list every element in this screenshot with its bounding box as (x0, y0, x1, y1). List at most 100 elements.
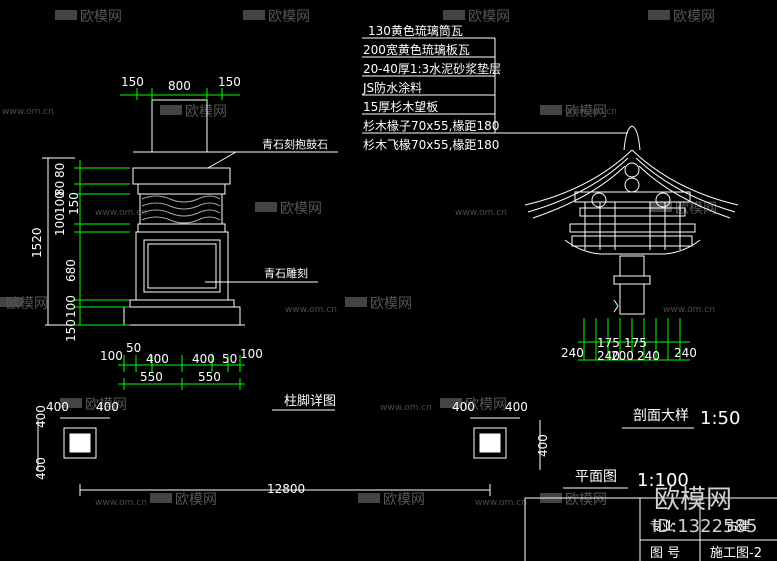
dim-bottom-7: 550 (140, 370, 163, 384)
pillar-total-dimension (42, 157, 75, 325)
dim-top-middle: 800 (168, 79, 191, 93)
watermark-2: 欧模网 (243, 9, 310, 25)
dim-top-left: 150 (121, 75, 144, 89)
dim-section-4: 200 (611, 349, 634, 363)
dim-left-6: 680 (64, 259, 78, 282)
watermark-7: 欧模网 (255, 201, 322, 217)
dim-section-5: 240 (637, 349, 660, 363)
dim-section-left: 240 (561, 346, 584, 360)
dim-left-1: 80 (53, 163, 67, 178)
pillar-base-detail (45, 99, 338, 326)
dim-left-8: 150 (64, 319, 78, 342)
logo-watermark-id: ID:1322585 (652, 516, 757, 537)
roof-section-drawing (524, 125, 739, 315)
dim-left-5: 100 (53, 213, 67, 236)
title-block-drawing-no-value: 施工图-2 (710, 546, 762, 561)
plan-right-column (473, 427, 507, 459)
watermark-url: www.om.cn (380, 403, 432, 413)
section-note-3: 20-40厚1:3水泥砂浆垫层 (363, 61, 501, 76)
dim-bottom-6: 100 (240, 347, 263, 361)
drum-stone-cap (132, 167, 231, 185)
watermark-9: 欧模网 (345, 296, 412, 312)
watermark-url: www.om.cn (455, 208, 507, 218)
watermark-brand: 欧模网 (383, 492, 425, 508)
pillar-bottom-dimensions (118, 355, 245, 390)
watermark-14: 欧模网 (540, 492, 607, 508)
pillar-base-title: 柱脚详图 (284, 393, 336, 409)
watermark-brand: 欧模网 (85, 397, 127, 413)
dim-total-height: 1520 (30, 227, 44, 258)
section-title: 剖面大样 (633, 408, 689, 424)
watermark-url: www.om.cn (663, 305, 715, 315)
dim-top-right: 150 (218, 75, 241, 89)
plan-dim-right-top-2: 400 (505, 400, 528, 414)
logo-watermark-brand: 欧模网 (654, 485, 732, 515)
section-notes (362, 37, 628, 134)
section-note-1: 130黄色琉璃筒瓦 (368, 23, 463, 38)
plinth (123, 306, 241, 326)
watermark-4: 欧模网 (648, 9, 715, 25)
dim-bottom-2: 50 (126, 341, 141, 355)
dim-left-7: 100 (64, 295, 78, 318)
dim-section-right: 240 (674, 346, 697, 360)
watermark-url: www.om.cn (475, 498, 527, 508)
watermark-url: www.om.cn (285, 305, 337, 315)
watermark-brand: 欧模网 (468, 9, 510, 25)
section-bottom-dimensions (578, 318, 690, 361)
dim-left-2: 80 (53, 181, 67, 196)
watermark-12: 欧模网 (440, 397, 507, 413)
watermark-6: 欧模网 (540, 104, 607, 120)
watermark-brand: 欧模网 (80, 9, 122, 25)
plan-dim-left-top-2: 400 (96, 400, 119, 414)
watermark-url: www.om.cn (95, 498, 147, 508)
dim-left-4: 150 (67, 192, 81, 215)
title-block-specialty-value: 古建 (726, 518, 750, 533)
watermark-10: 欧模网 (0, 296, 48, 312)
dim-left-3: 100 (53, 191, 67, 214)
watermark-brand: 欧模网 (280, 201, 322, 217)
watermark-5: 欧模网 (160, 104, 227, 120)
plan-dim-left-top-1: 400 (46, 400, 69, 414)
plan-column-right (473, 427, 507, 459)
section-note-6: 杉木椽子70x55,椽距180 (363, 119, 499, 133)
watermark-url: www.om.cn (565, 107, 617, 117)
dim-bottom-3: 400 (146, 352, 169, 366)
watermark-url: www.om.cn (2, 107, 54, 117)
watermark-brand: 欧模网 (565, 492, 607, 508)
label-carved-stone: 青石雕刻 (264, 266, 308, 280)
watermark-brand: 欧模网 (175, 492, 217, 508)
watermark-brand: 欧模网 (465, 397, 507, 413)
plan-dim-total: 12800 (267, 482, 305, 496)
section-note-4: JS防水涂料 (362, 80, 422, 95)
watermark-3: 欧模网 (443, 9, 510, 25)
carved-panel-block (135, 231, 229, 301)
plan-left-column (63, 427, 97, 459)
plan-scale: 1:100 (637, 470, 689, 491)
watermark-1: 欧模网 (55, 9, 122, 25)
section-note-2: 200宽黄色琉璃板瓦 (363, 42, 470, 57)
plan-dim-right-side: 400 (536, 434, 550, 457)
dim-bottom-5: 50 (222, 352, 237, 366)
label-carved-drum-stone: 青石刻抱鼓石 (262, 137, 328, 151)
watermark-15: 欧模网 (358, 492, 425, 508)
pillar-top-dimensions (120, 88, 240, 100)
plan-title: 平面图 (575, 469, 617, 485)
watermark-brand: 欧模网 (673, 9, 715, 25)
watermark-brand: 欧模网 (185, 104, 227, 120)
dim-section-2: 175 (624, 336, 647, 350)
title-block-specialty-label: 专业 (650, 518, 674, 533)
plan-dim-left-side-1: 400 (34, 405, 48, 428)
pillar-left-dimensions (74, 160, 130, 326)
section-note-7: 杉木飞椽70x55,椽距180 (363, 138, 499, 152)
watermark-brand: 欧模网 (565, 104, 607, 120)
plan-column-left (63, 427, 97, 459)
title-block (524, 497, 777, 561)
section-scale: 1:50 (700, 408, 740, 429)
watermark-brand: 欧模网 (370, 296, 412, 312)
watermark-brand: 欧模网 (268, 9, 310, 25)
plan-dim-right-top-1: 400 (452, 400, 475, 414)
dim-bottom-4: 400 (192, 352, 215, 366)
plan-dim-left-side-2: 400 (34, 457, 48, 480)
watermark-url: www.om.cn (95, 208, 147, 218)
